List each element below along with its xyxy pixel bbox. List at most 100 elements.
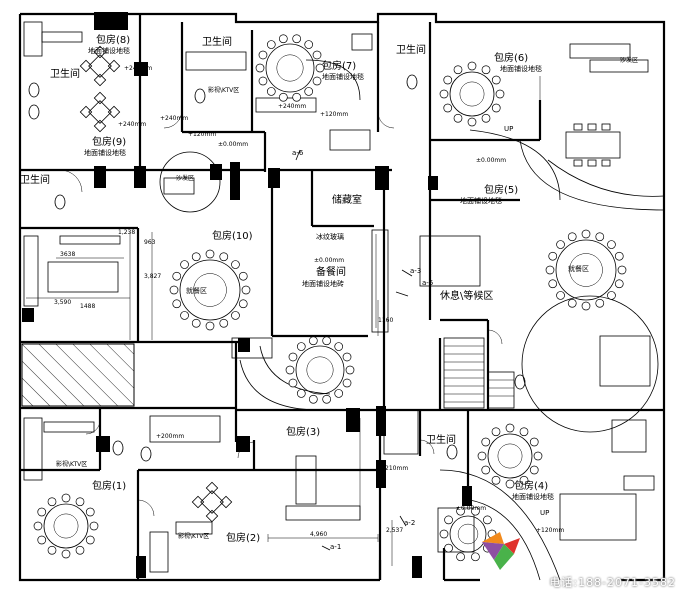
chair — [491, 427, 501, 437]
tv-zone-label-c: 影视\KTV区 — [178, 533, 210, 540]
ice-glass-screen — [371, 229, 389, 333]
elevation-000-b: ±0.00mm — [476, 157, 507, 164]
chair — [61, 493, 71, 503]
sofa-zone-label-b: 沙发区 — [620, 57, 639, 64]
dimension-2537: 2,537 — [386, 527, 404, 534]
chair — [556, 291, 565, 300]
chair — [519, 427, 529, 437]
elevation-240-a: +240mm — [124, 65, 153, 72]
room-label-1: 包房(1) — [92, 481, 127, 492]
chair — [444, 543, 453, 553]
chair — [93, 119, 107, 133]
toilet-label-e: 卫生间 — [20, 175, 50, 186]
room-label-2: 包房(2) — [226, 533, 261, 544]
round-table-5 — [285, 336, 355, 404]
chair — [219, 318, 229, 328]
elevation-000-a: ±0.00mm — [218, 141, 249, 148]
dimension-1488: 1488 — [80, 303, 96, 310]
section-a5: a-5 — [422, 279, 434, 287]
chair — [315, 63, 325, 73]
toilet-label-d: 卫生间 — [426, 435, 456, 446]
chair — [238, 271, 248, 281]
chair — [288, 352, 298, 362]
square-tables — [79, 45, 233, 523]
chair — [205, 481, 219, 495]
round-table-4 — [545, 229, 627, 311]
chair — [453, 65, 463, 75]
elevation-120-b: +120mm — [320, 111, 349, 118]
chair — [205, 249, 215, 259]
floor-note-4: 地面铺设地毯 — [512, 493, 554, 501]
chair — [607, 240, 616, 249]
structural-columns — [22, 12, 472, 578]
round-table-1 — [255, 34, 325, 102]
chair — [548, 251, 558, 261]
up-arrow-b: UP — [540, 509, 550, 517]
chair — [439, 89, 449, 99]
chair — [85, 535, 95, 545]
chair — [47, 497, 57, 507]
chair — [191, 252, 201, 262]
chair — [231, 311, 240, 320]
chair — [258, 50, 268, 60]
chair — [172, 299, 182, 309]
chair — [205, 509, 219, 523]
hatched-void-area — [21, 343, 135, 407]
square-table-1 — [79, 45, 121, 87]
chair — [439, 529, 449, 539]
chair — [567, 232, 577, 242]
pantry-floor-note: 地面铺设地砖 — [302, 280, 344, 288]
floor-note-9: 地面铺设地毯 — [84, 149, 126, 157]
chair — [467, 117, 477, 127]
section-a2: a-2 — [404, 519, 416, 527]
elevation-240-d: +240mm — [118, 121, 147, 128]
round-table-7 — [33, 493, 99, 559]
chair — [548, 279, 558, 289]
chair — [614, 279, 624, 289]
rest-area-label: 休息\等候区 — [440, 291, 494, 302]
chair — [278, 34, 288, 44]
chair — [529, 465, 539, 475]
chair — [191, 495, 205, 509]
chair — [529, 437, 539, 447]
chair — [491, 475, 501, 485]
toilet-label-b: 卫生间 — [50, 69, 80, 80]
chair — [614, 251, 624, 261]
round-table-3 — [169, 249, 251, 331]
chair — [519, 475, 529, 485]
chair — [89, 521, 99, 531]
chair — [172, 271, 182, 281]
chair — [495, 89, 505, 99]
chair — [617, 265, 627, 275]
outer-walls — [18, 12, 666, 582]
dimension-1238: 1,238 — [118, 229, 136, 236]
chair — [75, 497, 85, 507]
chair — [75, 545, 85, 555]
curved-walls — [159, 59, 665, 581]
elevation-200: +200mm — [156, 433, 185, 440]
sofa-zone-label-a: 沙发区 — [176, 175, 195, 182]
chair — [231, 260, 240, 269]
chair — [93, 45, 107, 59]
chair — [285, 365, 295, 375]
chair — [556, 240, 565, 249]
chair — [180, 260, 189, 269]
chair — [292, 34, 302, 44]
chair — [191, 318, 201, 328]
chair — [505, 423, 515, 433]
chair — [581, 229, 591, 239]
room-label-4: 包房(4) — [514, 481, 549, 492]
chair — [533, 451, 543, 461]
furniture-outlines — [23, 21, 655, 573]
section-markers — [295, 149, 413, 551]
chair — [483, 515, 492, 525]
round-table-6 — [477, 423, 543, 489]
chair — [241, 285, 251, 295]
toilet-fixtures — [28, 74, 526, 462]
dimension-963: 963 — [144, 239, 156, 246]
chair — [107, 59, 121, 73]
chair — [205, 321, 215, 331]
chair — [322, 394, 332, 404]
dimension-3590: 3,590 — [54, 299, 72, 306]
